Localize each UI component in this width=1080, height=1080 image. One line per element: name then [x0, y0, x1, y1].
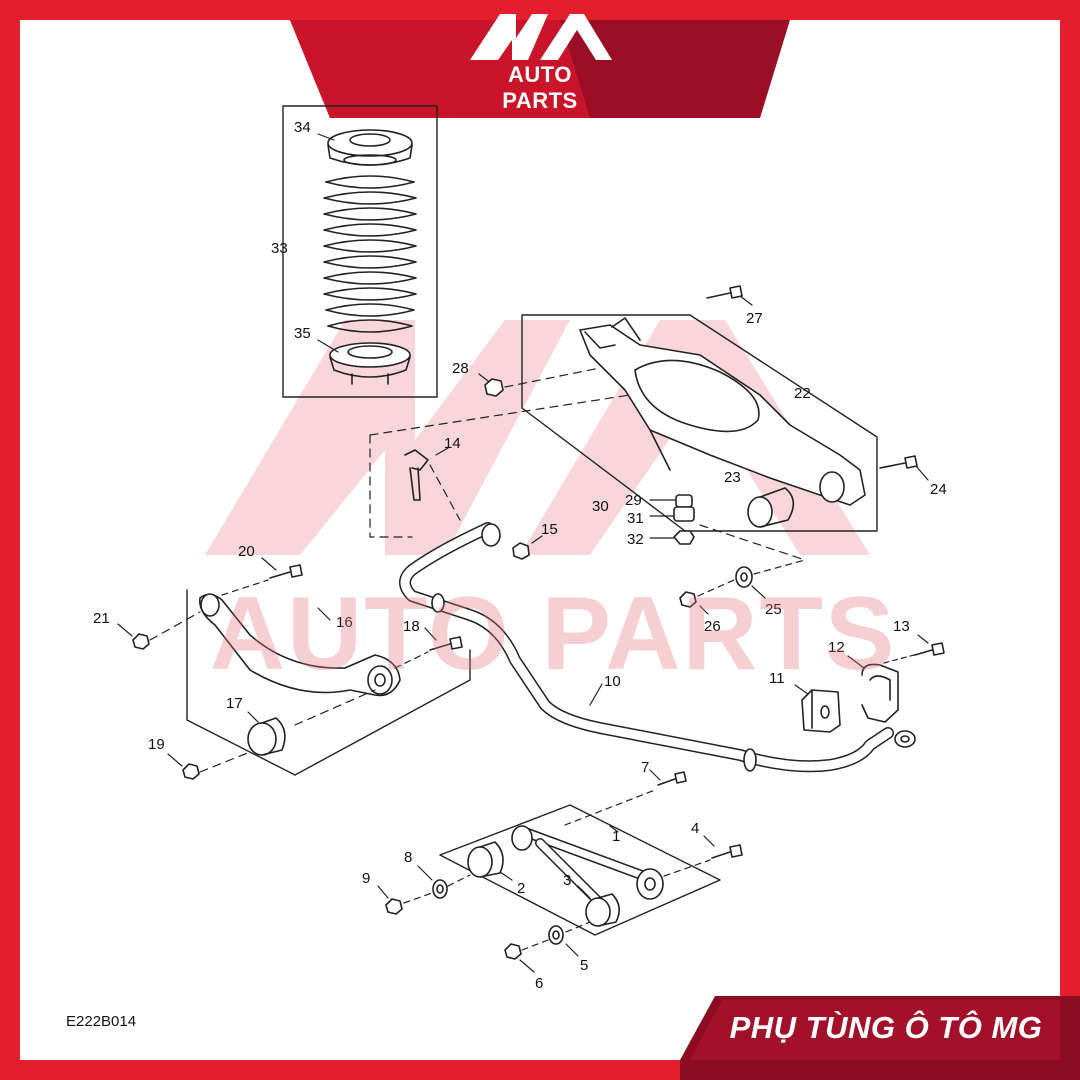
callout-7: 7 [641, 759, 649, 776]
callout-26: 26 [704, 618, 721, 635]
callout-21: 21 [93, 610, 110, 627]
callout-34: 34 [294, 119, 311, 136]
callout-27: 27 [746, 310, 763, 327]
callout-2: 2 [517, 880, 525, 897]
upper-arm-assembly [117, 557, 471, 780]
callout-30: 30 [592, 498, 609, 515]
callout-29: 29 [625, 492, 642, 509]
watermark-logo [205, 320, 870, 555]
callout-25: 25 [765, 601, 782, 618]
callout-31: 31 [627, 510, 644, 527]
bottom-banner [680, 996, 1080, 1080]
callout-4: 4 [691, 820, 699, 837]
top-banner [0, 0, 1080, 118]
callout-20: 20 [238, 543, 255, 560]
spring-assembly [282, 105, 438, 398]
callout-6: 6 [535, 975, 543, 992]
callout-14: 14 [444, 435, 461, 452]
callout-10: 10 [604, 673, 621, 690]
stabilizer-bar [399, 522, 945, 773]
callout-labels: 1 2 3 4 5 6 7 8 9 10 11 12 13 14 15 16 1… [93, 119, 947, 992]
lower-link-assembly [377, 769, 743, 973]
callout-18: 18 [403, 618, 420, 635]
stabilizer-link [369, 434, 461, 538]
callout-33: 33 [271, 240, 288, 257]
callout-22: 22 [794, 385, 811, 402]
callout-17: 17 [226, 695, 243, 712]
callout-15: 15 [541, 521, 558, 538]
callout-11: 11 [769, 670, 785, 687]
callout-3: 3 [563, 872, 571, 889]
watermark-text: AUTO PARTS [210, 576, 897, 692]
callout-19: 19 [148, 736, 165, 753]
brand-logo-icon [470, 14, 612, 60]
callout-24: 24 [930, 481, 947, 498]
callout-12: 12 [828, 639, 845, 656]
brand-name: AUTO PARTS [502, 62, 578, 113]
callout-8: 8 [404, 849, 412, 866]
callout-23: 23 [724, 469, 741, 486]
callout-16: 16 [336, 614, 353, 631]
trailing-arm-assembly [369, 285, 929, 561]
callout-1: 1 [612, 828, 620, 845]
callout-13: 13 [893, 618, 910, 635]
callout-5: 5 [580, 957, 588, 974]
footer-banner-text: PHỤ TÙNG Ô TÔ MG [729, 1010, 1043, 1045]
callout-32: 32 [627, 531, 644, 548]
diagram-code: E222B014 [66, 1013, 137, 1030]
callout-28: 28 [452, 360, 469, 377]
callout-9: 9 [362, 870, 370, 887]
callout-35: 35 [294, 325, 311, 342]
